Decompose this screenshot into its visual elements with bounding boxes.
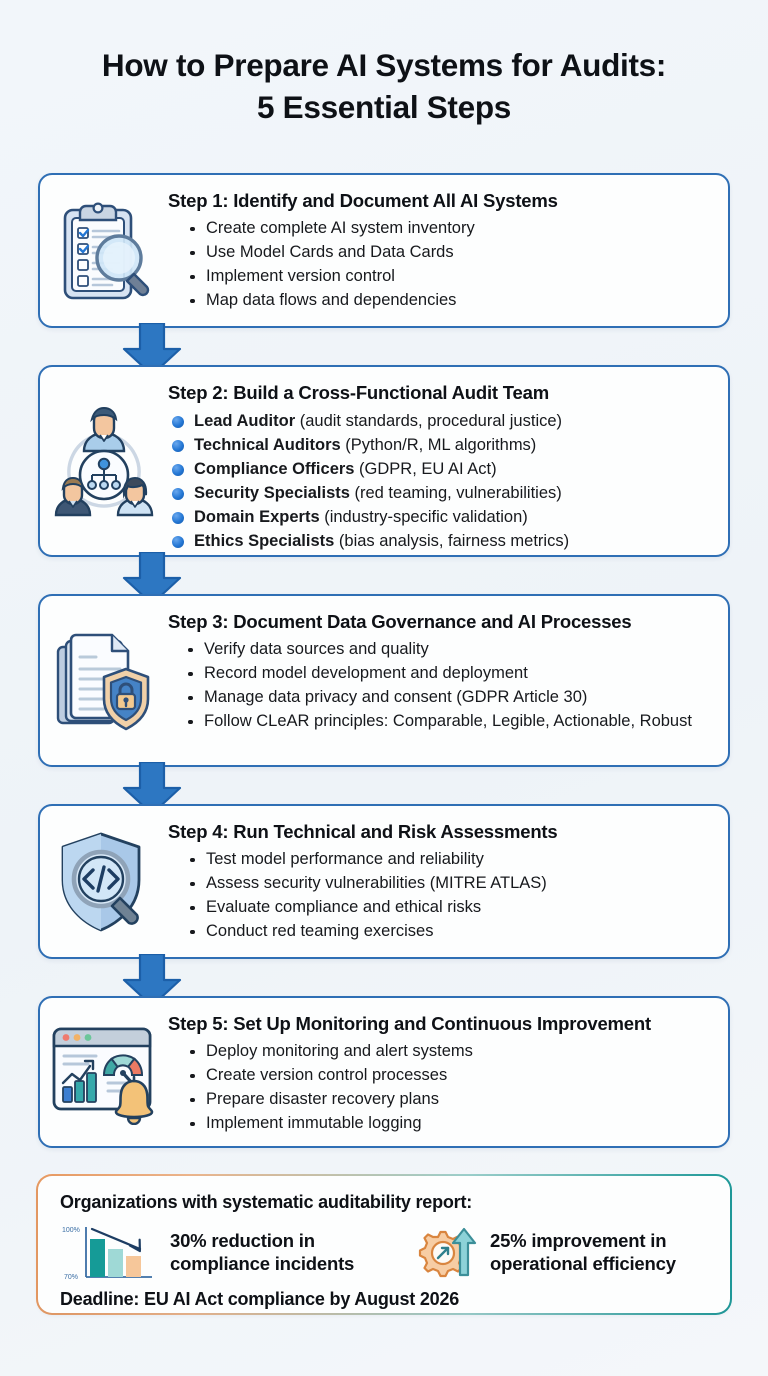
flow-arrow-2 (122, 552, 182, 606)
step-card-2-title: Step 2: Build a Cross-Functional Audit T… (168, 382, 549, 403)
step-card-1-body: Step 1: Identify and Document All AI Sys… (168, 189, 728, 313)
list-item: Security Specialists (red teaming, vulne… (172, 482, 714, 506)
list-item: Assess security vulnerabilities (MITRE A… (190, 872, 714, 895)
page-title-line-2: 5 Essential Steps (256, 89, 512, 125)
shield-code-magnifier-icon (40, 829, 168, 937)
stat-improvement-text: 25% improvement in operational efficienc… (490, 1229, 676, 1275)
flow-arrow-3 (122, 762, 182, 816)
dashboard-gauge-bell-icon (40, 1021, 168, 1125)
list-item: Implement immutable logging (190, 1112, 714, 1135)
list-item: Manage data privacy and consent (GDPR Ar… (188, 686, 714, 709)
step-card-4-body: Step 4: Run Technical and Risk Assessmen… (168, 820, 728, 944)
declining-bar-chart-icon: 100% 70% (62, 1227, 152, 1281)
chart-tick-top: 100% (62, 1227, 80, 1234)
flow-arrow-4 (122, 954, 182, 1008)
results-panel: Organizations with systematic auditabili… (36, 1174, 732, 1315)
deadline-text: Deadline: EU AI Act compliance by August… (60, 1289, 460, 1309)
list-item: Conduct red teaming exercises (190, 920, 714, 943)
stat-reduction-line-1: 30% reduction in (170, 1230, 315, 1251)
list-item: Create complete AI system inventory (190, 217, 714, 240)
list-item: Evaluate compliance and ethical risks (190, 896, 714, 919)
list-item: Record model development and deployment (188, 662, 714, 685)
results-stats-row: 100% 70% 30% reduction in compliance inc… (60, 1221, 710, 1283)
bullet-dot-icon (172, 464, 184, 476)
chart-tick-bottom: 70% (64, 1274, 78, 1281)
step-card-1-title: Step 1: Identify and Document All AI Sys… (168, 190, 558, 211)
page-title: How to Prepare AI Systems for Audits: 5 … (0, 0, 768, 128)
bullet-dot-icon (172, 416, 184, 428)
list-item: Use Model Cards and Data Cards (190, 241, 714, 264)
bullet-dot-icon (172, 440, 184, 452)
stat-reduction-line-2: compliance incidents (170, 1253, 355, 1274)
stat-reduction-text: 30% reduction in compliance incidents (170, 1229, 354, 1275)
step-card-4: Step 4: Run Technical and Risk Assessmen… (38, 804, 730, 959)
list-item: Follow CLeAR principles: Comparable, Leg… (188, 710, 714, 733)
clipboard-checklist-magnifier-icon (40, 198, 168, 306)
step-card-5-list: Deploy monitoring and alert systems Crea… (168, 1040, 714, 1135)
step-card-5-body: Step 5: Set Up Monitoring and Continuous… (168, 1012, 728, 1136)
list-item: Test model performance and reliability (190, 848, 714, 871)
page-title-line-1: How to Prepare AI Systems for Audits: (101, 47, 667, 83)
step-card-3-list: Verify data sources and quality Record m… (168, 638, 714, 733)
step-card-1-list: Create complete AI system inventory Use … (168, 217, 714, 312)
step-card-2-role-list: Lead Auditor (audit standards, procedura… (168, 410, 714, 554)
stat-improvement-line-1: 25% improvement in (490, 1230, 667, 1251)
list-item: Create version control processes (190, 1064, 714, 1087)
list-item: Deploy monitoring and alert systems (190, 1040, 714, 1063)
step-card-5-title: Step 5: Set Up Monitoring and Continuous… (168, 1013, 651, 1034)
stat-reduction: 100% 70% 30% reduction in compliance inc… (60, 1221, 412, 1283)
step-card-4-list: Test model performance and reliability A… (168, 848, 714, 943)
list-item: Verify data sources and quality (188, 638, 714, 661)
list-item: Compliance Officers (GDPR, EU AI Act) (172, 458, 714, 482)
gear-up-arrow-icon (418, 1227, 477, 1278)
step-card-5: Step 5: Set Up Monitoring and Continuous… (38, 996, 730, 1148)
list-item: Technical Auditors (Python/R, ML algorit… (172, 434, 714, 458)
documents-shield-lock-icon (40, 629, 168, 735)
list-item: Map data flows and dependencies (190, 289, 714, 312)
step-card-1: Step 1: Identify and Document All AI Sys… (38, 173, 730, 328)
flow-arrow-1 (122, 323, 182, 377)
list-item: Implement version control (190, 265, 714, 288)
step-card-2: Step 2: Build a Cross-Functional Audit T… (38, 365, 730, 557)
list-item: Prepare disaster recovery plans (190, 1088, 714, 1111)
list-item: Domain Experts (industry-specific valida… (172, 506, 714, 530)
stat-improvement-line-2: operational efficiency (490, 1253, 676, 1274)
team-network-icon (40, 403, 168, 521)
bullet-dot-icon (172, 512, 184, 524)
list-item: Ethics Specialists (bias analysis, fairn… (172, 530, 714, 554)
bullet-dot-icon (172, 536, 184, 548)
step-card-3-body: Step 3: Document Data Governance and AI … (168, 610, 728, 734)
step-card-3-title: Step 3: Document Data Governance and AI … (168, 611, 632, 632)
list-item: Lead Auditor (audit standards, procedura… (172, 410, 714, 434)
step-card-2-body: Step 2: Build a Cross-Functional Audit T… (168, 381, 728, 554)
bullet-dot-icon (172, 488, 184, 500)
step-card-4-title: Step 4: Run Technical and Risk Assessmen… (168, 821, 558, 842)
stat-improvement: 25% improvement in operational efficienc… (416, 1223, 676, 1281)
step-card-3: Step 3: Document Data Governance and AI … (38, 594, 730, 767)
results-heading: Organizations with systematic auditabili… (60, 1192, 473, 1212)
